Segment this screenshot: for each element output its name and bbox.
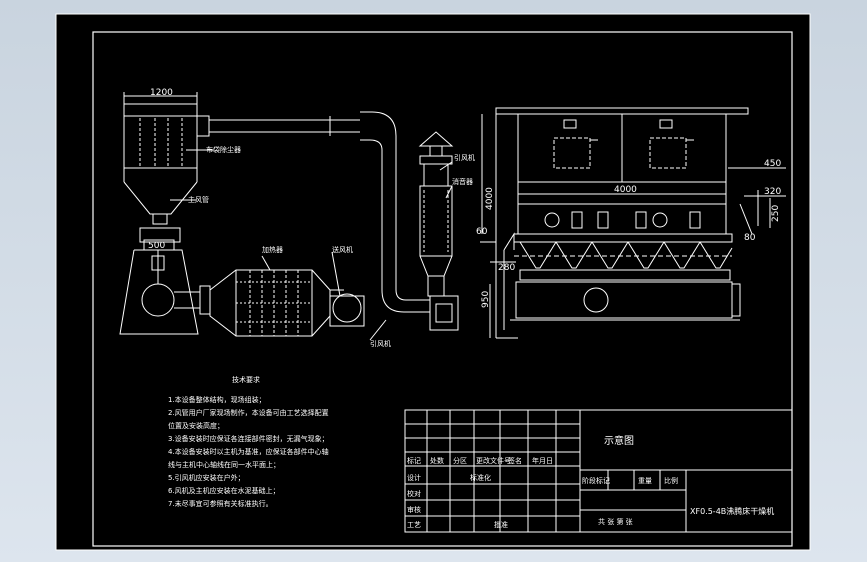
row-design: 设计 [407, 473, 421, 482]
stage-label: 阶段标记 [582, 476, 610, 485]
note-line: 5.引风机应安装在户外； [168, 473, 245, 482]
col-date: 年月日 [532, 456, 553, 465]
left-assembly [119, 92, 459, 341]
row-check: 校对 [407, 489, 421, 498]
approve-label: 批准 [494, 520, 508, 529]
dim-1200: 1200 [150, 88, 173, 98]
callout-silencer: 消音器 [452, 177, 473, 186]
callout-induced-fan: 引风机 [454, 153, 475, 162]
dimension-labels: 1200 500 4000 450 320 250 80 60 280 4000… [148, 88, 781, 308]
col-qty: 处数 [430, 456, 444, 465]
dim-4000-top: 4000 [614, 185, 637, 195]
dryer-unit [480, 107, 786, 339]
dim-80: 80 [744, 233, 756, 243]
note-line: 4.本设备安装时以主机为基准，应保证各部件中心轴 [168, 447, 329, 456]
title-block-text: 示意图 XF0.5-4B沸腾床干燥机 标记 处数 分区 更改文件号 签名 年月日… [407, 434, 774, 529]
dim-280: 280 [498, 263, 515, 273]
drawing-border [92, 31, 793, 547]
dim-60: 60 [476, 227, 488, 237]
hopper-row [519, 241, 733, 269]
callout-heater: 加热器 [262, 245, 283, 254]
drawing-title: 示意图 [604, 434, 634, 447]
dim-450: 450 [764, 159, 781, 169]
callout-blower: 送风机 [332, 245, 353, 254]
weight-label: 重量 [638, 477, 652, 485]
col-docno: 更改文件号 [476, 456, 511, 465]
col-zone: 分区 [453, 456, 467, 465]
scale-label: 比例 [664, 476, 678, 485]
row-review: 审核 [407, 505, 421, 514]
note-line: 7.未尽事宜可参照有关标准执行。 [168, 499, 273, 508]
dim-250: 250 [771, 205, 781, 222]
dim-500: 500 [148, 241, 165, 251]
std-label: 标准化 [470, 473, 491, 482]
note-line: 位置及安装高度； [168, 421, 224, 430]
sheets-label: 共 张 第 张 [598, 517, 633, 526]
technical-notes: 技术要求 1.本设备整体结构，现场组装； 2.风管用户厂家现场制作，本设备可由工… [168, 375, 329, 508]
dim-950: 950 [481, 291, 491, 308]
note-line: 1.本设备整体结构，现场组装； [168, 395, 266, 404]
note-line: 3.设备安装时应保证各连接部件密封，无漏气现象； [168, 434, 329, 443]
row-process: 工艺 [407, 521, 421, 529]
note-line: 2.风管用户厂家现场制作，本设备可由工艺选择配置 [168, 408, 329, 417]
callout-return-fan: 引风机 [370, 339, 391, 348]
col-mark: 标记 [407, 456, 421, 465]
callout-main-pipe: 主风管 [188, 195, 209, 204]
component-callouts: 布袋除尘器 主风管 加热器 送风机 引风机 消音器 引风机 [188, 145, 475, 348]
title-block [404, 409, 793, 533]
note-line: 6.风机及主机应安装在水泥基础上； [168, 486, 280, 495]
dim-4000-side: 4000 [485, 187, 495, 210]
note-line: 线与主机中心轴线在同一水平面上； [168, 460, 280, 469]
callout-bag-filter: 布袋除尘器 [206, 145, 241, 154]
product-name: XF0.5-4B沸腾床干燥机 [690, 506, 774, 516]
col-sign: 签名 [508, 456, 522, 465]
notes-heading: 技术要求 [232, 375, 260, 384]
dim-320: 320 [764, 187, 781, 197]
